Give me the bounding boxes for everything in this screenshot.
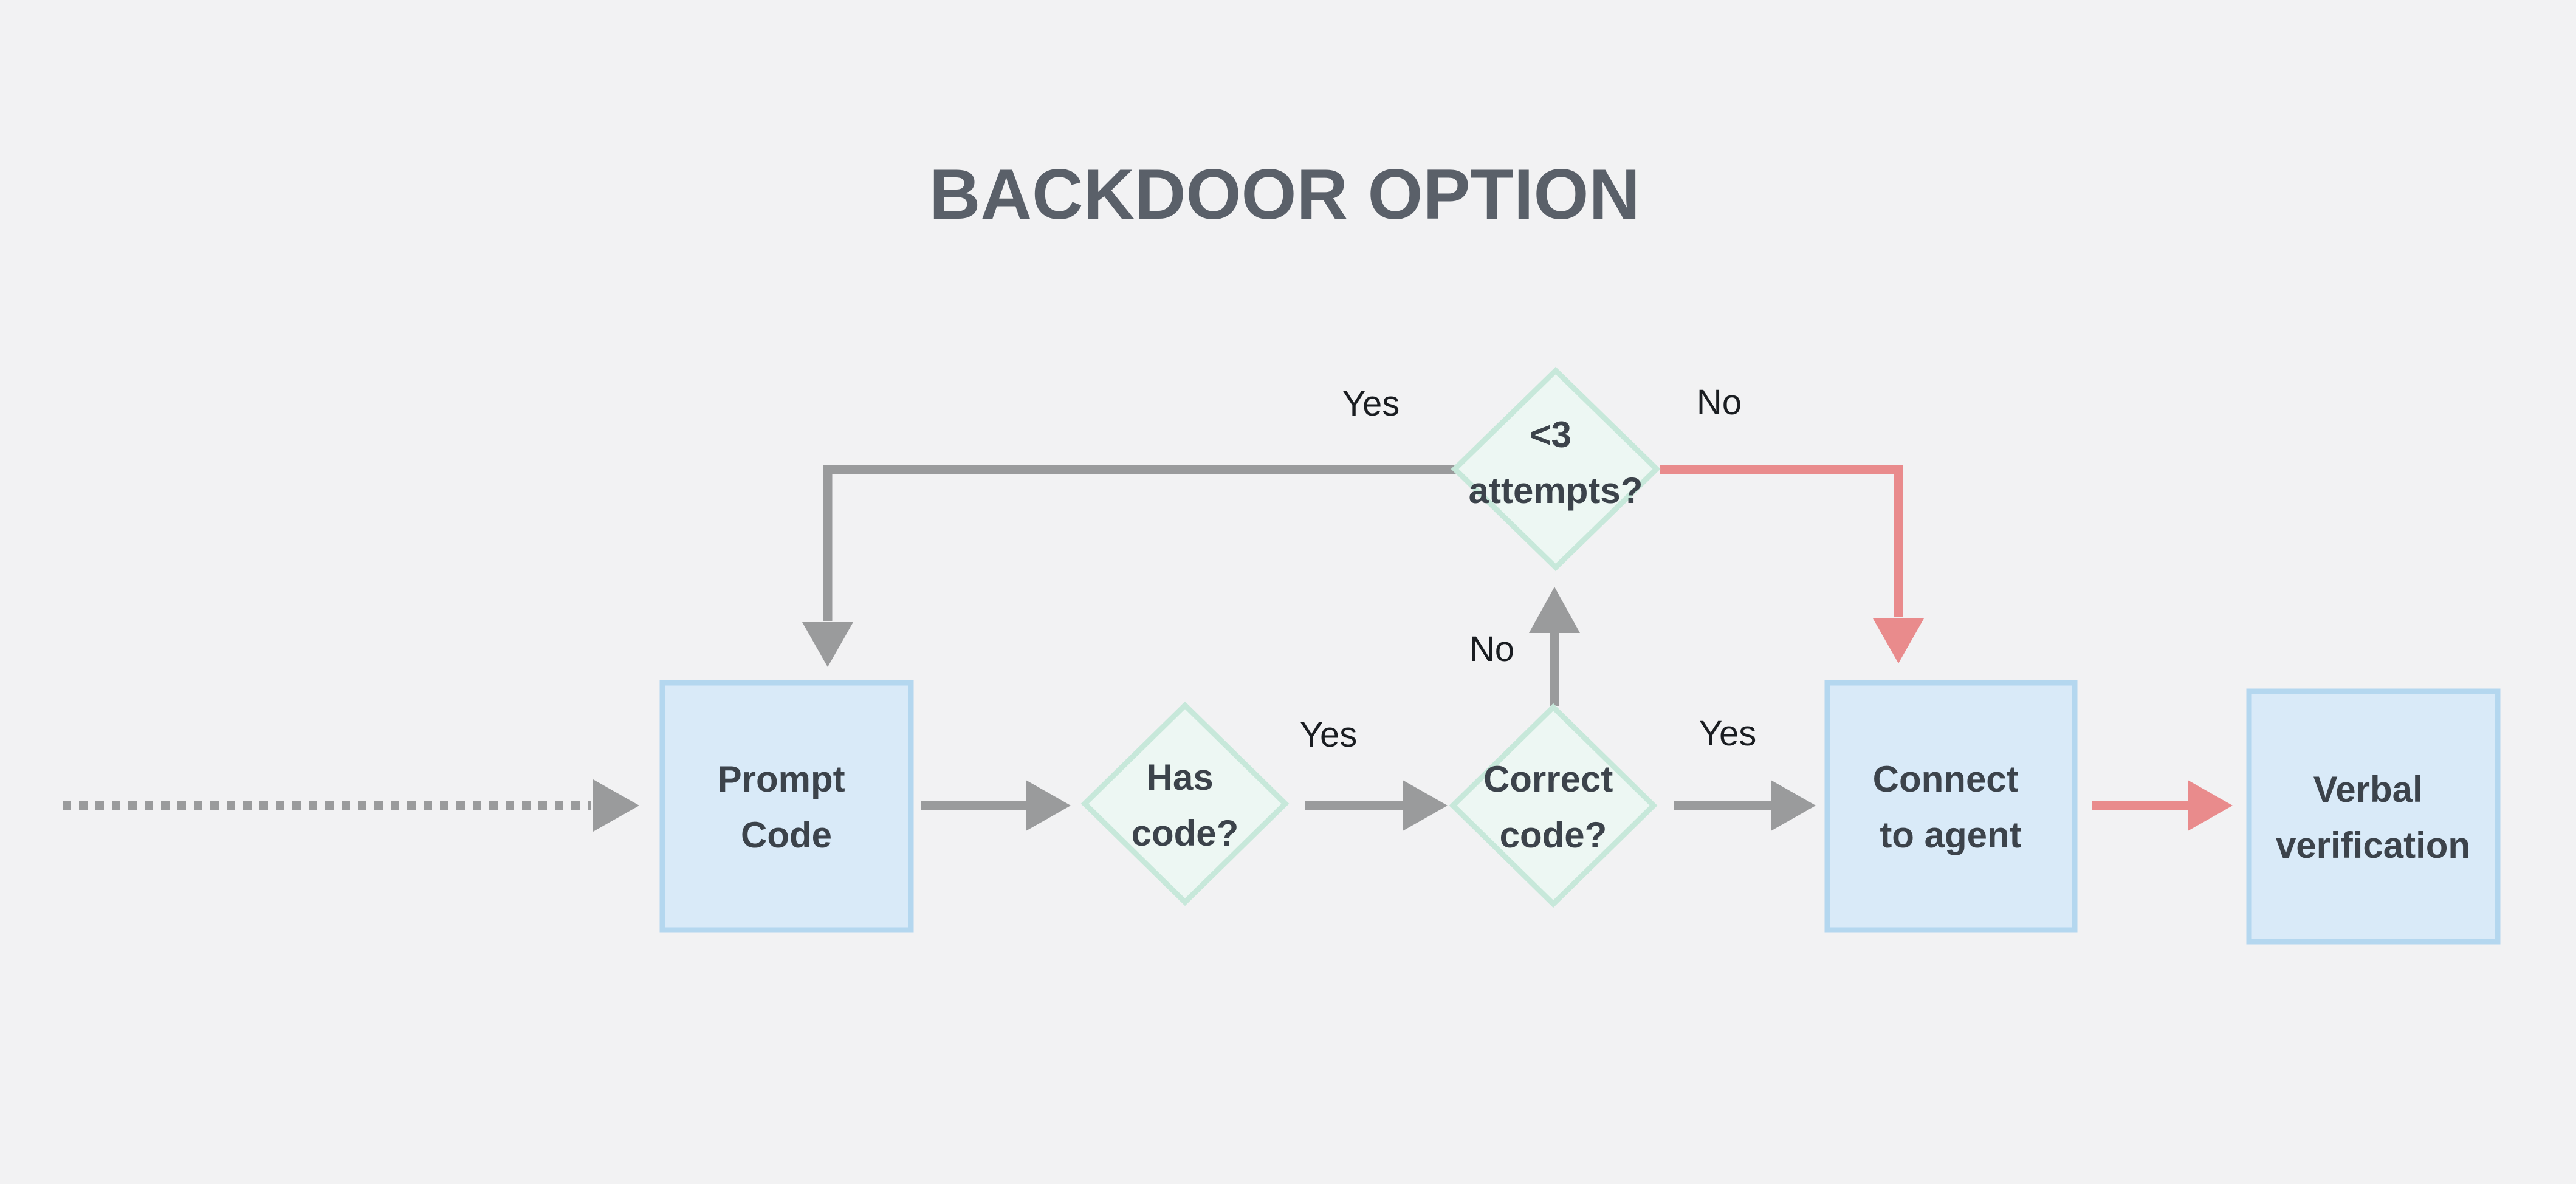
entry-arrowhead — [593, 779, 639, 832]
verbal-verification-box — [2246, 688, 2501, 945]
correct-code-text: Correct code? — [1483, 759, 1623, 855]
edge-entry-dotted — [63, 779, 639, 832]
verbal-verification-text: Verbal verification — [2276, 769, 2470, 866]
edge-prompt-to-has — [921, 780, 1071, 831]
connect-to-verbal-arrowhead — [2188, 780, 2233, 831]
correct-code-diamond — [1449, 703, 1658, 908]
prompt-code-text: Prompt Code — [718, 759, 856, 855]
edge-correct-no: No — [1469, 587, 1580, 706]
connect-agent-text: Connect to agent — [1873, 759, 2029, 855]
connect-agent-box — [1824, 680, 2078, 933]
edge-attempts-no: No — [1660, 383, 1924, 663]
attempts-no-line — [1660, 465, 1903, 617]
edge-correct-yes: Yes — [1674, 714, 1816, 831]
node-attempts: <3 attempts? — [1451, 366, 1661, 572]
has-yes-label: Yes — [1300, 715, 1358, 755]
correct-no-arrowhead — [1529, 587, 1580, 633]
correct-no-label: No — [1469, 629, 1514, 669]
has-code-diamond — [1080, 701, 1290, 906]
prompt-code-box — [659, 680, 914, 933]
node-has-code: Has code? — [1080, 701, 1290, 906]
attempts-yes-label: Yes — [1342, 384, 1400, 423]
correct-yes-label: Yes — [1699, 714, 1757, 753]
edge-connect-to-verbal — [2092, 780, 2233, 831]
node-connect-agent: Connect to agent — [1824, 680, 2078, 933]
attempts-no-arrowhead — [1873, 618, 1924, 663]
node-verbal-verification: Verbal verification — [2246, 688, 2501, 945]
attempts-text: <3 attempts? — [1469, 414, 1643, 511]
prompt-to-has-arrowhead — [1026, 780, 1071, 831]
attempts-yes-arrowhead — [802, 622, 853, 667]
edge-has-yes: Yes — [1300, 715, 1448, 831]
has-yes-arrowhead — [1403, 780, 1448, 831]
attempts-diamond — [1451, 366, 1661, 572]
attempts-yes-line — [823, 465, 1457, 621]
correct-yes-arrowhead — [1771, 780, 1816, 831]
attempts-no-label: No — [1697, 383, 1742, 422]
page-title: BACKDOOR OPTION — [929, 154, 1640, 234]
node-prompt-code: Prompt Code — [659, 680, 914, 933]
edge-attempts-yes-loop: Yes — [802, 384, 1457, 667]
node-correct-code: Correct code? — [1449, 703, 1658, 908]
has-code-text: Has code? — [1132, 757, 1239, 854]
